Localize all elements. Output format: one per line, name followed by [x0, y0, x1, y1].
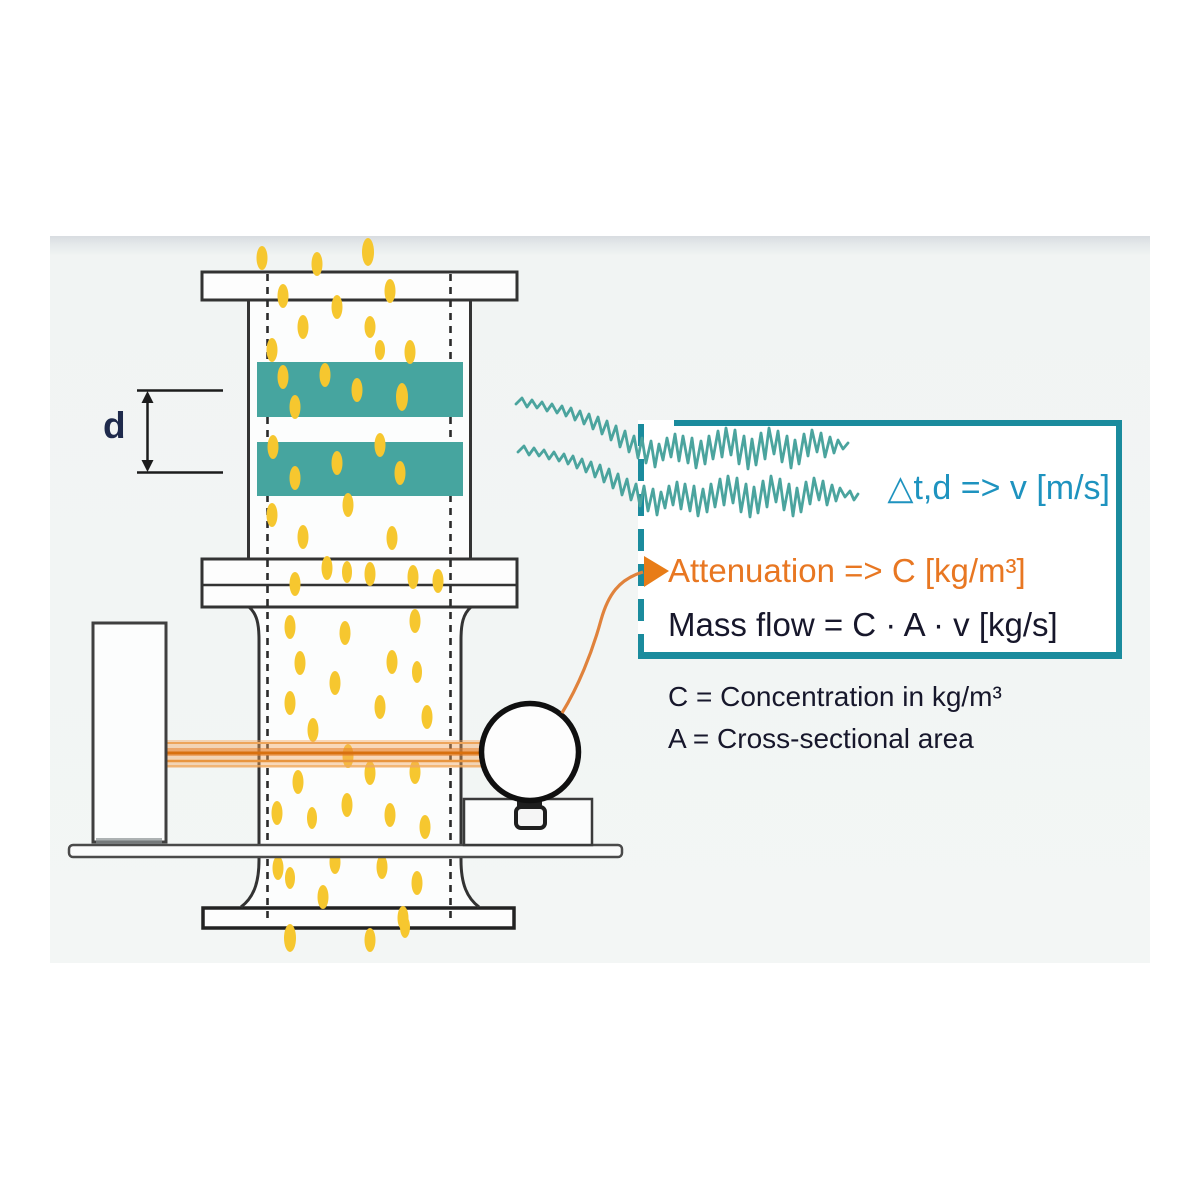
- formula-box-top-border: [674, 420, 1122, 426]
- velocity-formula-text: △t,d => v [m/s]: [887, 469, 1110, 507]
- attenuation-formula-text: Attenuation => C [kg/m³]: [668, 552, 1026, 589]
- concentration-definition-text: C = Concentration in kg/m³: [668, 681, 1002, 712]
- mass-flow-formula-text: Mass flow = C · A · v [kg/s]: [668, 606, 1058, 643]
- distance-d-label: d: [103, 405, 126, 446]
- area-definition-text: A = Cross-sectional area: [668, 723, 974, 754]
